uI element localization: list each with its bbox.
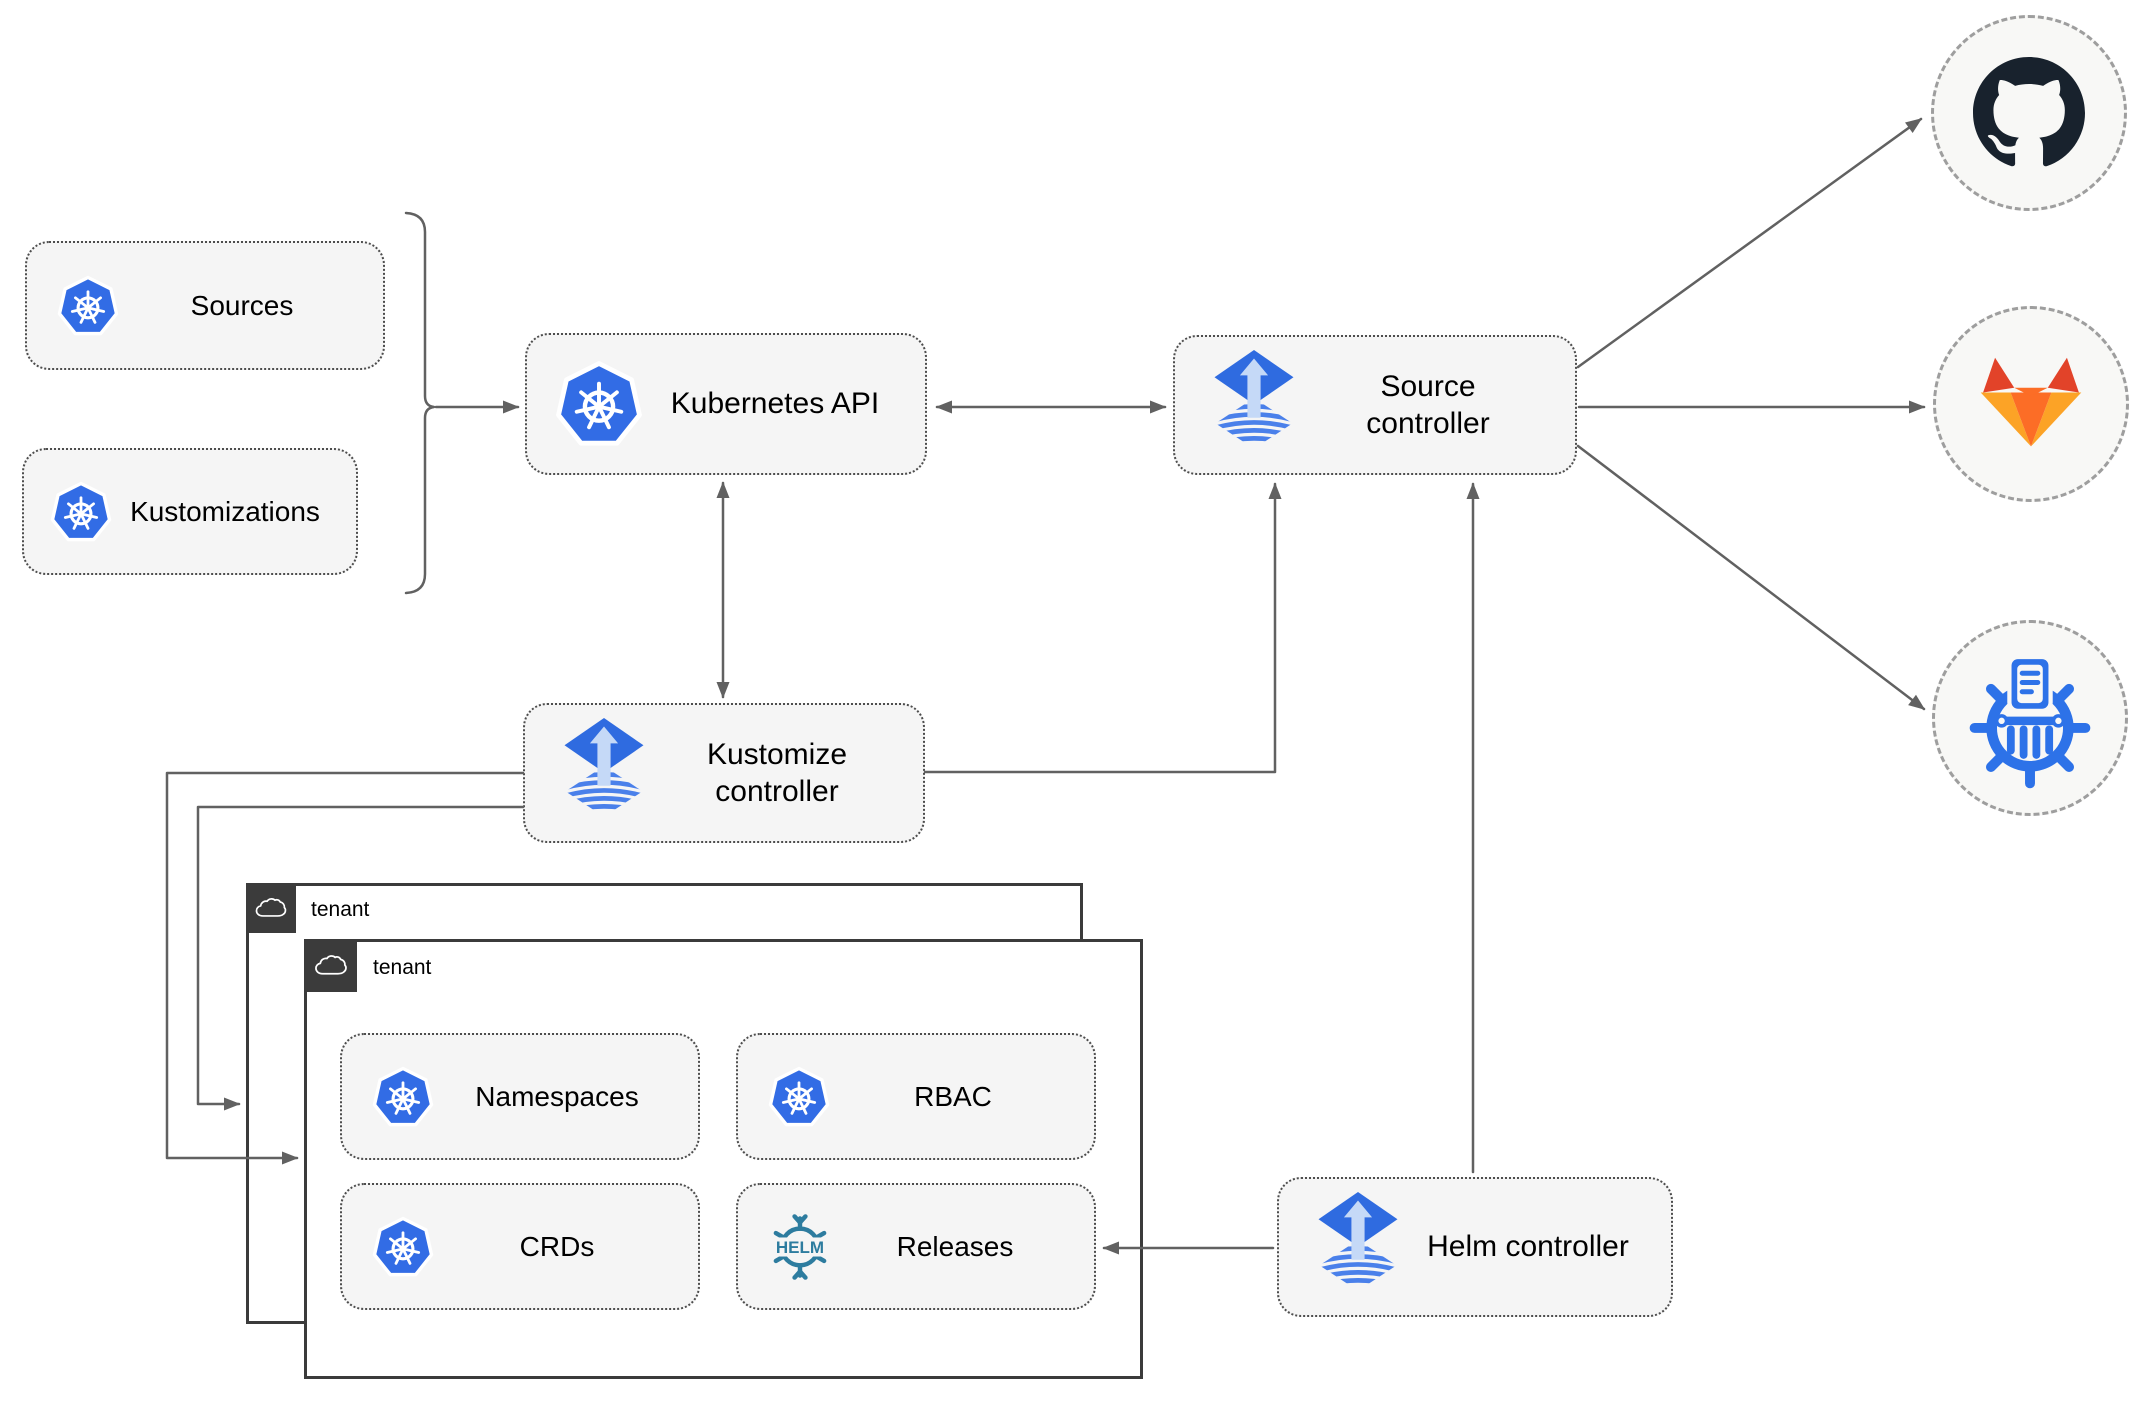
node-label: Kustomize controller [706, 737, 848, 809]
node-kubernetes-api: Kubernetes API [525, 333, 927, 475]
kubernetes-icon [372, 1216, 434, 1278]
endpoint-github [1931, 15, 2127, 211]
helm-icon: HELM [766, 1213, 834, 1281]
node-sources: Sources [25, 241, 385, 370]
tenant-label: tenant [311, 898, 370, 921]
node-namespaces: Namespaces [340, 1033, 700, 1160]
node-label: Sources [190, 290, 294, 321]
node-label: Namespaces [475, 1081, 639, 1112]
cloud-badge [246, 883, 296, 933]
cloud-icon [254, 895, 288, 922]
kubernetes-icon [50, 481, 112, 543]
edge-kustomize-to-source-controller [923, 482, 1282, 774]
node-label: Kubernetes API [670, 387, 880, 421]
edge-source-to-bucket [1576, 444, 1926, 711]
node-label: Source controller [1366, 369, 1490, 441]
gitlab-icon [1971, 353, 2091, 456]
node-label: CRDs [519, 1231, 595, 1262]
flux-icon [1207, 350, 1301, 461]
node-rbac: RBAC [736, 1033, 1096, 1160]
kubernetes-icon [57, 275, 119, 337]
node-helm-controller: Helm controller [1277, 1177, 1673, 1317]
node-label: Releases [896, 1231, 1014, 1262]
cloud-icon [313, 952, 349, 980]
node-kustomize-controller: Kustomize controller [523, 703, 925, 843]
kubernetes-icon [768, 1066, 830, 1128]
helm-icon-text: HELM [776, 1238, 824, 1257]
node-label: Helm controller [1427, 1230, 1629, 1264]
endpoint-gitlab [1933, 306, 2129, 502]
node-kustomizations: Kustomizations [22, 448, 358, 575]
node-crds: CRDs [340, 1183, 700, 1310]
node-label: RBAC [914, 1081, 992, 1112]
cloud-badge [304, 939, 357, 992]
github-icon [1973, 57, 2085, 169]
node-source-controller: Source controller [1173, 335, 1577, 475]
flux-icon [1311, 1192, 1405, 1303]
endpoint-bucket [1932, 620, 2128, 816]
bracket-sources-group [404, 211, 436, 595]
kubernetes-icon [555, 360, 643, 448]
flux-icon [557, 718, 651, 829]
node-label: Kustomizations [130, 496, 320, 527]
bucket-icon [1959, 647, 2101, 789]
tenant-label: tenant [373, 956, 432, 979]
node-releases: HELM Releases [736, 1183, 1096, 1310]
kubernetes-icon [372, 1066, 434, 1128]
edge-source-to-github [1576, 117, 1923, 369]
